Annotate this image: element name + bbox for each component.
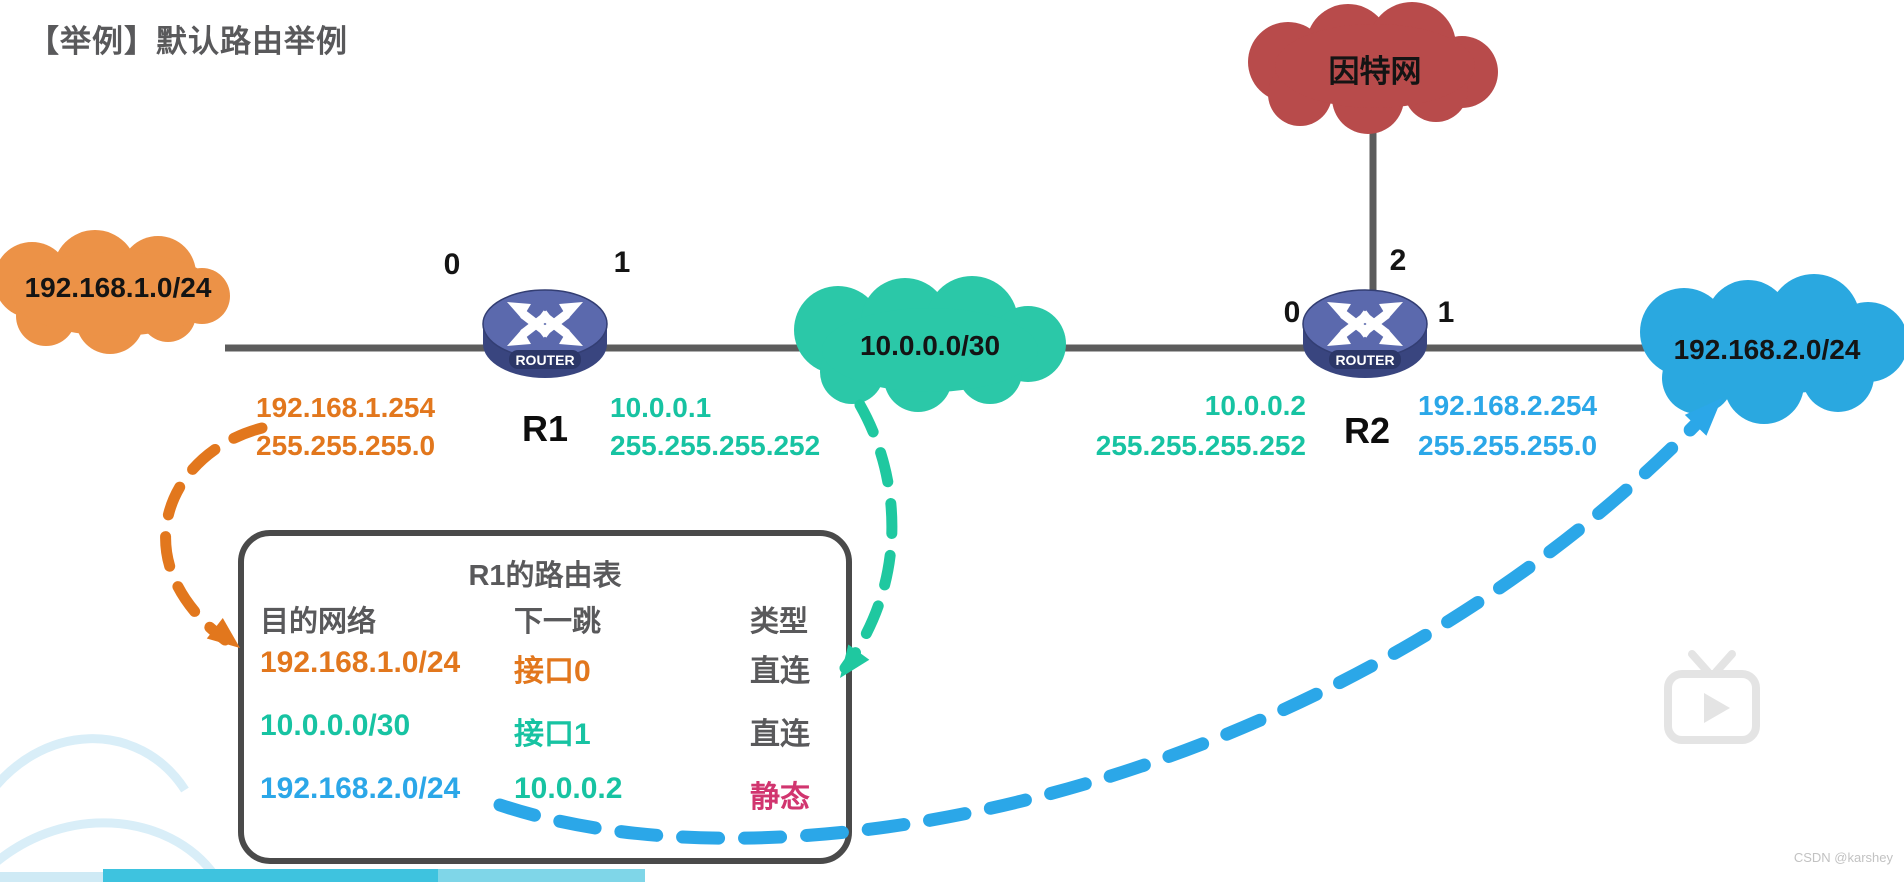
cloud-wan: [794, 276, 1066, 412]
r1-routing-table: R1的路由表 目的网络 下一跳 类型 192.168.1.0/24 接口0 直连…: [238, 530, 852, 864]
bottom-strip-light: [0, 872, 103, 882]
table-row1-nexthop: 接口0: [514, 655, 591, 688]
bottom-strip-teal: [103, 869, 438, 882]
r1-if1-ip: 10.0.0.1: [610, 392, 712, 423]
r1-if0-ip: 192.168.1.254: [256, 392, 436, 423]
table-row3-nexthop: 10.0.0.2: [514, 772, 623, 805]
cloud-internet-label: 因特网: [1328, 54, 1422, 89]
table-header-destination: 目的网络: [260, 606, 377, 638]
r2-if0-ip: 10.0.0.2: [1204, 390, 1306, 421]
csdn-watermark: CSDN @karshey: [1793, 850, 1893, 865]
r1-port0-label: 0: [443, 248, 461, 281]
cloud-lan2-label: 192.168.2.0/24: [1673, 334, 1861, 365]
cloud-lan2: [1640, 274, 1904, 424]
r2-port0-label: 0: [1283, 296, 1301, 329]
table-row1-dest: 192.168.1.0/24: [260, 646, 461, 679]
table-header-nexthop: 下一跳: [514, 606, 602, 638]
r1-port1-label: 1: [613, 246, 631, 279]
r2-if1-mask: 255.255.255.0: [1418, 430, 1598, 461]
arrow-table-to-lan2: [493, 398, 1722, 845]
table-row3-type: 静态: [750, 781, 810, 814]
cloud-lan1: [0, 230, 230, 354]
router-arrows-glyph: [1327, 302, 1403, 346]
router-r1-badge-text: ROUTER: [515, 352, 574, 368]
arrow-lan1-to-table: [160, 422, 268, 648]
table-header-type: 类型: [750, 606, 809, 638]
r1-if1-mask: 255.255.255.252: [610, 430, 821, 461]
r1-if0-mask: 255.255.255.0: [256, 430, 436, 461]
page-title: 【举例】默认路由举例: [28, 24, 348, 59]
r2-name: R2: [1343, 410, 1391, 451]
routing-table-title: R1的路由表: [468, 560, 622, 592]
table-row2-type: 直连: [750, 718, 810, 751]
router-r1-icon: ROUTER: [482, 289, 608, 378]
router-r2-badge-text: ROUTER: [1335, 352, 1394, 368]
table-row3-dest: 192.168.2.0/24: [260, 772, 461, 805]
table-row1-type: 直连: [750, 655, 810, 688]
r2-if0-mask: 255.255.255.252: [1095, 430, 1306, 461]
table-row2-dest: 10.0.0.0/30: [260, 709, 411, 742]
table-row2-nexthop: 接口1: [514, 718, 591, 751]
cloud-wan-label: 10.0.0.0/30: [859, 330, 1001, 361]
arrow-wan-to-table: [839, 399, 898, 678]
router-arrows-glyph: [507, 302, 583, 346]
bottom-strip-cyan: [438, 869, 645, 882]
r1-name: R1: [521, 408, 569, 449]
r2-port1-label: 1: [1437, 296, 1455, 329]
r2-if1-ip: 192.168.2.254: [1418, 390, 1598, 421]
background-wave-doodle: [0, 734, 219, 879]
r2-port2-label: 2: [1389, 244, 1407, 277]
cloud-internet: [1248, 2, 1498, 134]
video-player-watermark-icon: [1664, 650, 1760, 744]
cloud-lan1-label: 192.168.1.0/24: [24, 272, 212, 303]
router-r2-icon: ROUTER: [1302, 289, 1428, 378]
